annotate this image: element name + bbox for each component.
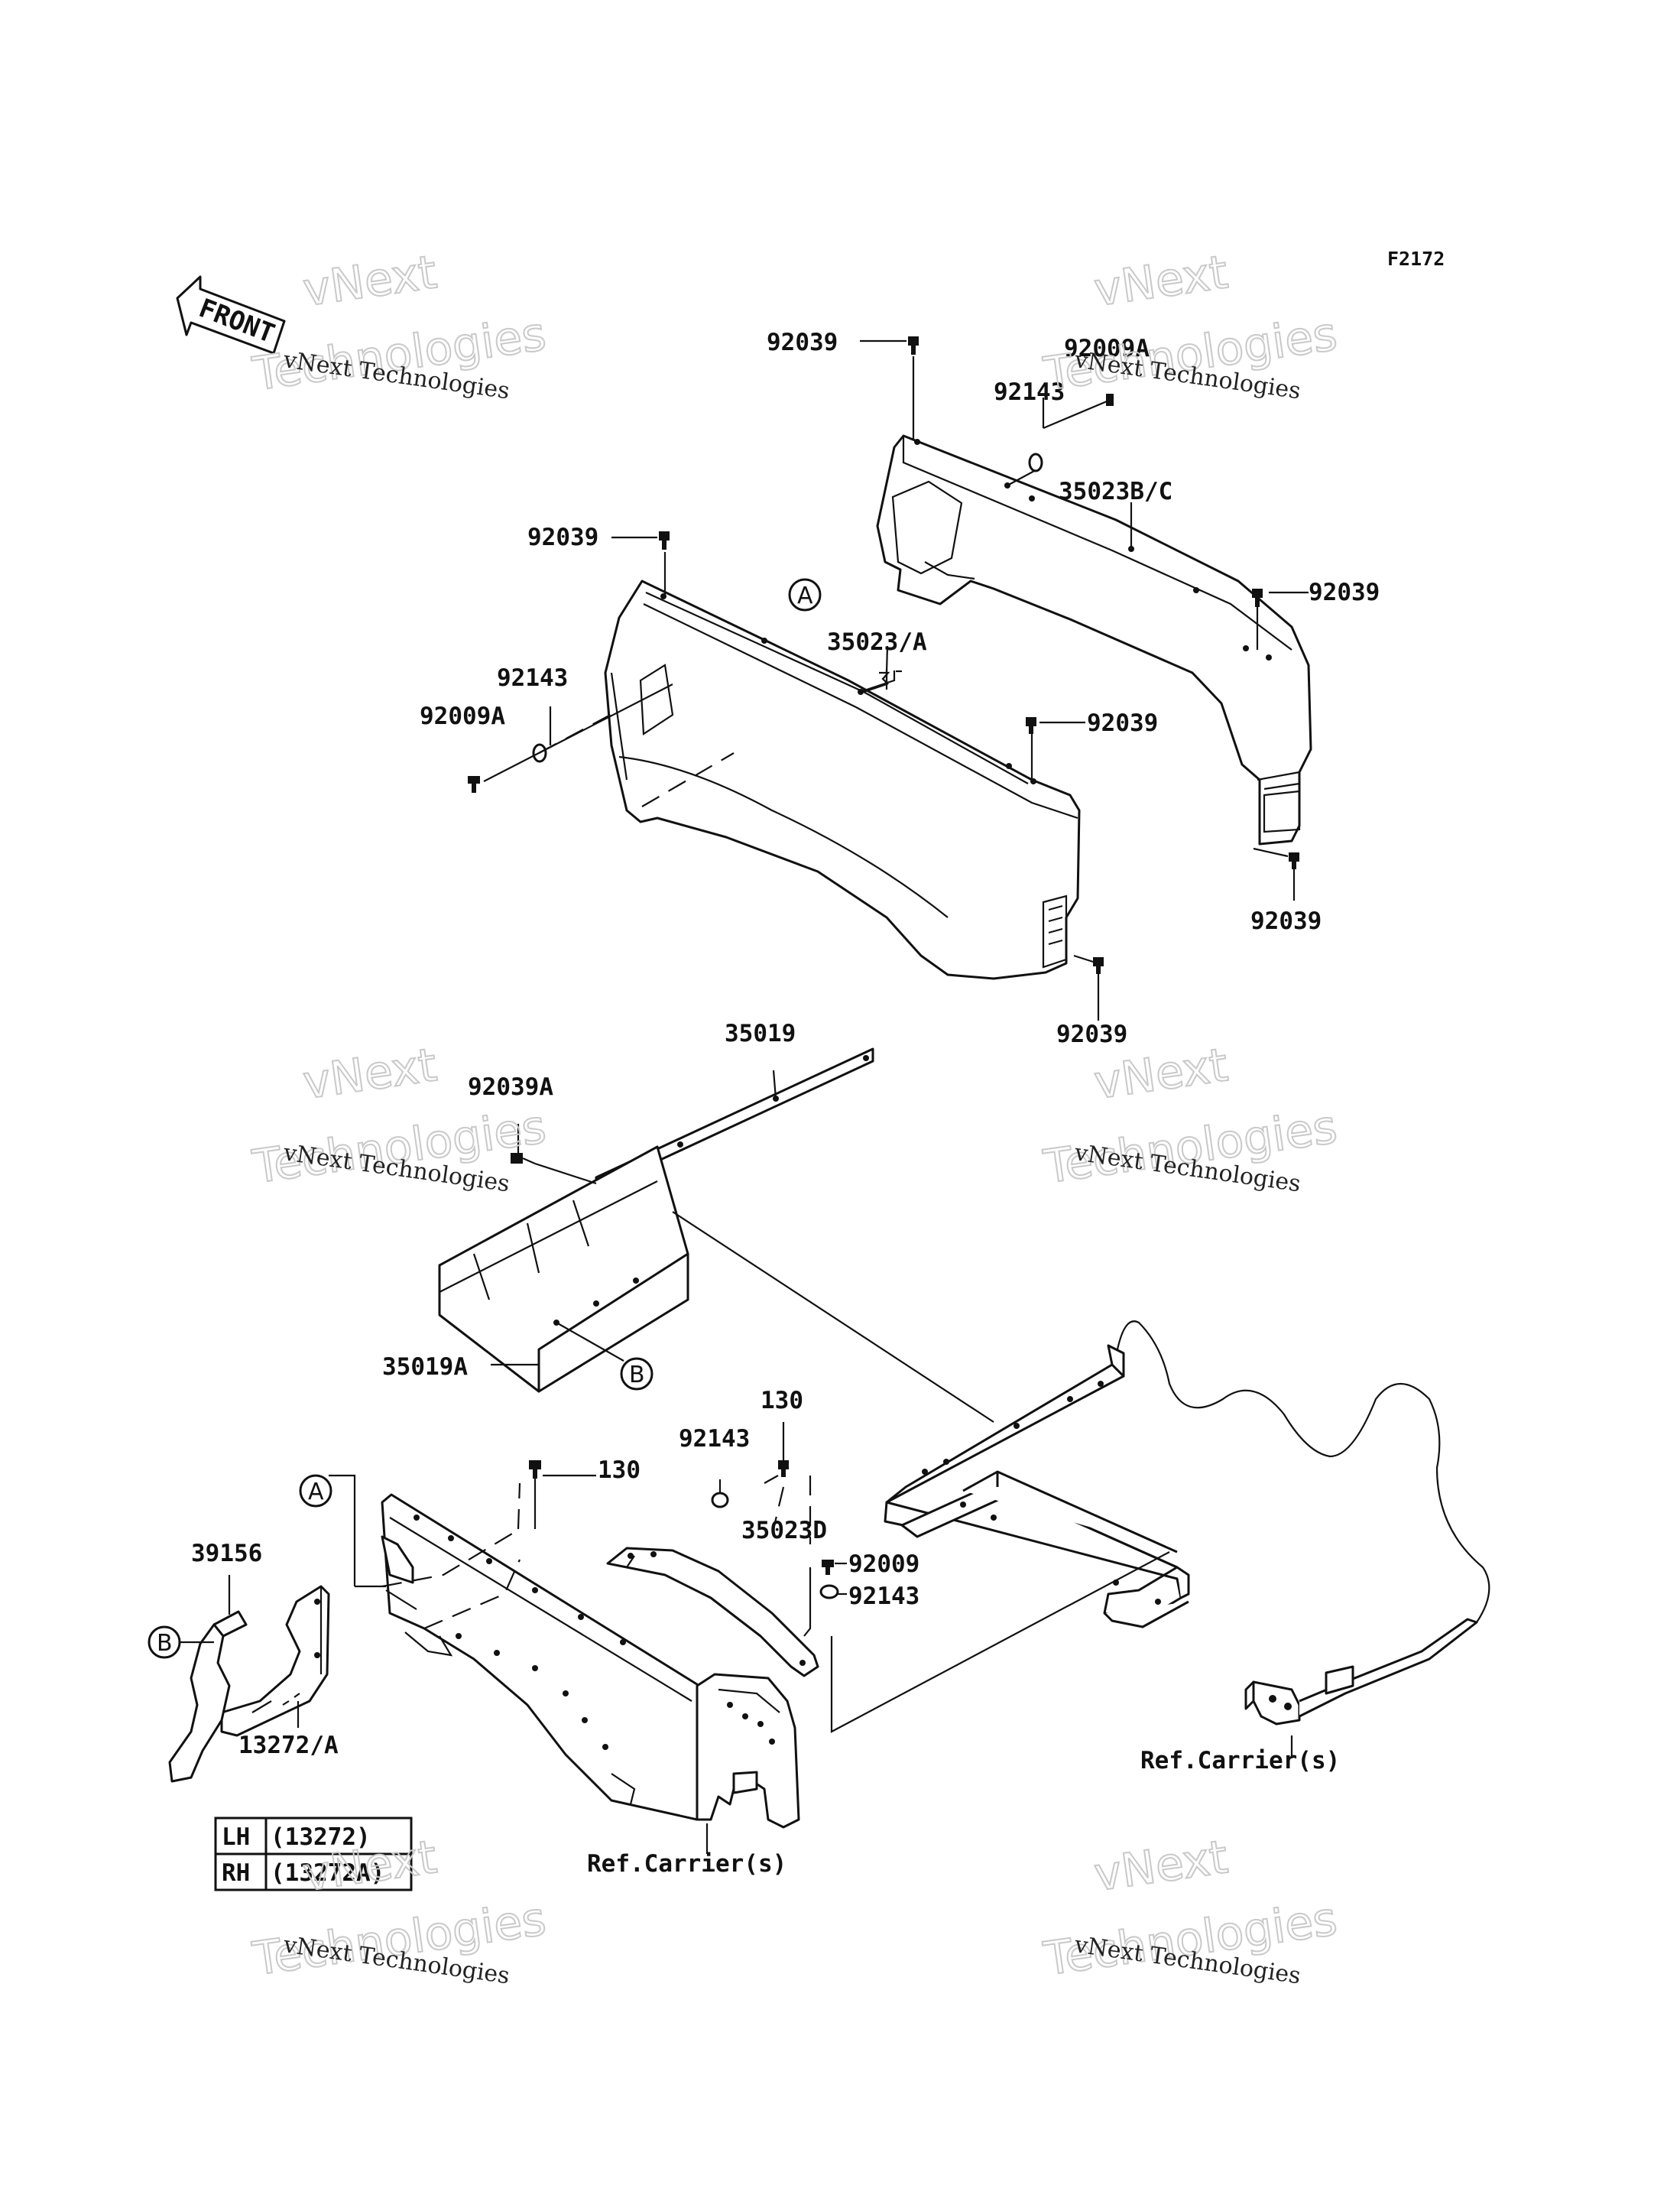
carrier-frame bbox=[884, 1344, 1478, 1726]
label-92009a-top: 92009A bbox=[1064, 335, 1150, 362]
label-92039-left-top: 92039 bbox=[527, 524, 598, 551]
table-side-rh: RH bbox=[222, 1859, 250, 1887]
label-39156: 39156 bbox=[191, 1540, 262, 1567]
label-92143-top-right: 92143 bbox=[994, 378, 1065, 406]
front-arrow-icon: FRONT bbox=[176, 275, 286, 355]
washer-icon bbox=[1028, 453, 1043, 472]
table-side-lh: LH bbox=[222, 1823, 250, 1851]
screw-icon bbox=[822, 1560, 834, 1575]
ref-b-top: B bbox=[620, 1357, 654, 1391]
svg-text:A: A bbox=[797, 583, 813, 609]
bolt-icon bbox=[659, 531, 670, 550]
bolt-icon bbox=[529, 1460, 541, 1479]
figure-code: F2172 bbox=[1387, 248, 1445, 270]
label-ref-carrier-left: Ref.Carrier(s) bbox=[587, 1850, 786, 1878]
table-part-rh: (13272A) bbox=[271, 1859, 384, 1887]
label-92039-mid: 92039 bbox=[1087, 709, 1158, 737]
watermark: vNext Technologies vNext Technologies bbox=[248, 1037, 550, 1197]
label-35019: 35019 bbox=[725, 1020, 796, 1047]
svg-text:B: B bbox=[629, 1362, 645, 1388]
watermark: vNext Technologies vNext Technologies bbox=[1039, 245, 1341, 404]
label-92143-left: 92143 bbox=[497, 664, 568, 692]
label-130-a: 130 bbox=[761, 1387, 803, 1414]
bolt-icon bbox=[1026, 717, 1036, 734]
washer-icon bbox=[819, 1584, 839, 1599]
svg-text:vNext: vNext bbox=[1091, 245, 1231, 317]
rubber-seal bbox=[168, 1610, 248, 1783]
label-35019a: 35019A bbox=[382, 1353, 468, 1381]
label-92009a-left: 92009A bbox=[420, 703, 505, 730]
label-13272a: 13272/A bbox=[238, 1732, 339, 1759]
ref-a-bottom: A bbox=[299, 1474, 332, 1508]
label-35023d: 35023D bbox=[741, 1517, 827, 1544]
label-92039-top-right: 92039 bbox=[767, 329, 838, 356]
washer-icon bbox=[711, 1492, 729, 1508]
ref-a-top: A bbox=[788, 578, 822, 612]
bolt-icon bbox=[1093, 957, 1104, 974]
side-table: LH (13272) RH (13272A) bbox=[214, 1817, 413, 1891]
label-92143-low: 92143 bbox=[848, 1583, 919, 1610]
screw-icon bbox=[1106, 394, 1114, 406]
watermark: vNext Technologies vNext Technologies bbox=[1039, 1830, 1341, 1989]
leader-lines bbox=[176, 339, 1309, 1854]
table-part-lh: (13272) bbox=[271, 1823, 371, 1851]
label-92039-right-bot: 92039 bbox=[1250, 907, 1322, 935]
label-92039-front-bot: 92039 bbox=[1056, 1021, 1127, 1048]
label-35023a: 35023/A bbox=[827, 628, 927, 656]
screw-icon bbox=[468, 776, 480, 793]
break-line bbox=[1116, 1320, 1490, 1623]
svg-text:B: B bbox=[157, 1630, 173, 1657]
bolt-icon bbox=[778, 1460, 789, 1477]
mud-guard bbox=[606, 1547, 819, 1677]
label-ref-carrier-right: Ref.Carrier(s) bbox=[1140, 1747, 1340, 1774]
clip-icon bbox=[511, 1153, 536, 1165]
bolt-icon bbox=[908, 336, 919, 355]
svg-text:vNext: vNext bbox=[300, 1038, 439, 1110]
label-130-b: 130 bbox=[598, 1456, 641, 1484]
inner-fender-panel bbox=[381, 1493, 800, 1829]
svg-text:vNext: vNext bbox=[300, 245, 439, 317]
label-92143-mid: 92143 bbox=[679, 1425, 750, 1453]
svg-text:vNext: vNext bbox=[1091, 1830, 1231, 1902]
svg-text:vNext: vNext bbox=[1091, 1038, 1231, 1110]
watermark: vNext Technologies vNext Technologies bbox=[1039, 1037, 1341, 1197]
svg-text:A: A bbox=[308, 1479, 324, 1505]
label-92009: 92009 bbox=[848, 1550, 919, 1578]
front-label: FRONT bbox=[195, 293, 279, 349]
fender-bracket bbox=[220, 1585, 330, 1737]
ref-b-bottom: B bbox=[148, 1625, 181, 1659]
watermark: vNext Technologies vNext Technologies bbox=[248, 245, 550, 404]
rear-panel-cover bbox=[438, 1145, 689, 1393]
label-92039-right-mid: 92039 bbox=[1309, 579, 1380, 606]
label-35023bc: 35023B/C bbox=[1059, 478, 1172, 505]
rear-fender-left bbox=[604, 580, 1081, 980]
label-92039a: 92039A bbox=[468, 1073, 553, 1101]
